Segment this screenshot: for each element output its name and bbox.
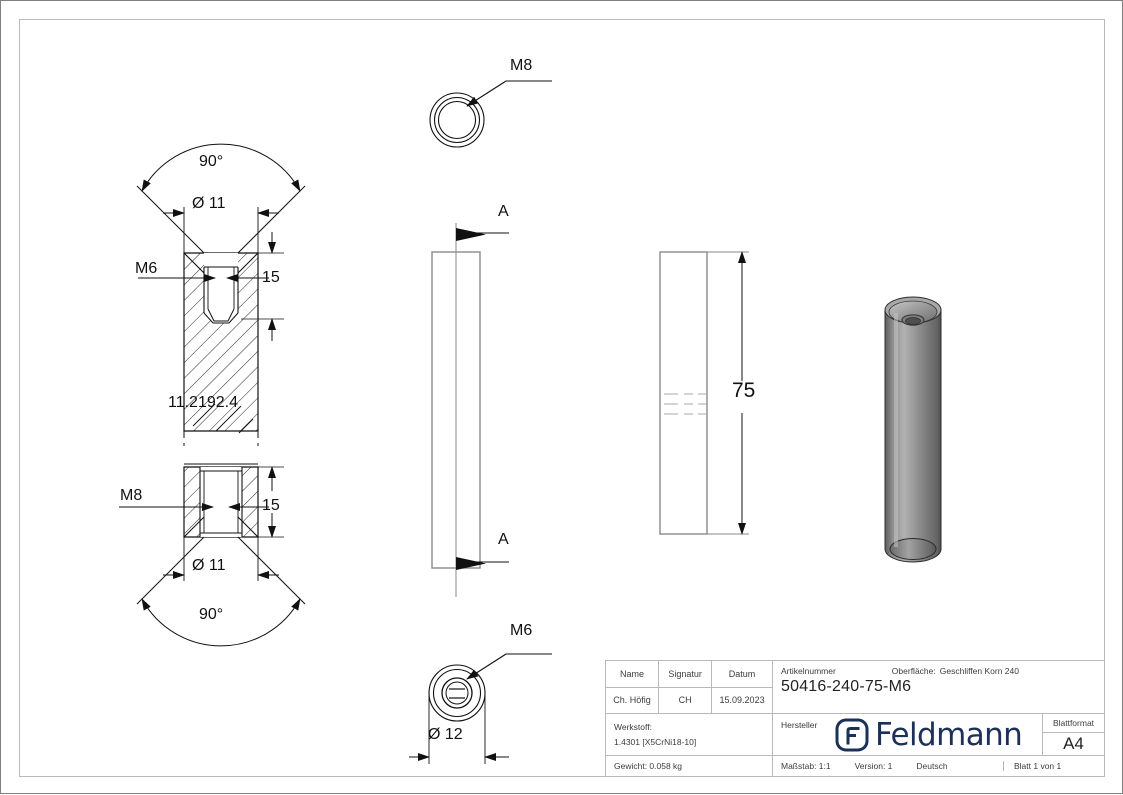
value-werkstoff: 1.4301 [X5CrNi18-10] [614,737,697,747]
value-oberflaeche: Geschliffen Korn 240 [939,666,1019,676]
name-signature-date-block: Name Signatur Datum Ch. Höfig CH 15.09.2… [606,661,772,713]
label-angle-top: 90° [199,153,224,170]
value-artikelnummer: 50416-240-75-M6 [781,678,912,695]
label-section-a-top: A [498,203,509,220]
lower-section-view [119,463,306,647]
feldmann-logo-icon [835,718,869,752]
header-name: Name [620,668,645,679]
label-thread-depth-bottom: 15 [262,497,280,514]
label-countersink-dia-bottom: Ø 11 [192,557,226,574]
sheet-format-block: Blattformat A4 [1042,714,1104,755]
label-blattformat: Blattformat [1052,718,1095,728]
weight-cell: Gewicht: 0.058 kg [614,760,683,771]
label-thread-depth-top: 15 [262,269,280,286]
side-elevation-view [659,251,749,535]
label-countersink-dia-top: Ø 11 [192,195,226,212]
value-sprache: Deutsch [916,760,948,771]
label-werkstoff: Werkstoff: [614,722,652,732]
value-blatt-count: Blatt 1 von 1 [1003,760,1104,771]
isometric-view [884,296,942,563]
value-signatur: CH [658,687,711,713]
sheet-inner-frame [19,19,1105,777]
top-end-view [429,80,552,148]
label-hersteller: Hersteller [781,720,818,730]
material-block: Werkstoff: 1.4301 [X5CrNi18-10] [606,714,772,755]
feldmann-logo: Feldmann [835,716,1023,753]
label-overlapping-dimensions: 11.2192.4 [168,394,238,411]
scale-version-block: Maßstab: 1:1 Version: 1 Deutsch Blatt 1 … [772,755,1104,776]
value-blattformat: A4 [1043,732,1104,755]
label-outer-diameter: Ø 12 [428,726,463,743]
manufacturer-block: Hersteller Feldmann [772,714,1042,755]
value-version: Version: 1 [854,760,893,771]
feldmann-wordmark: Feldmann [875,716,1023,753]
label-thread-m8-section: M8 [120,487,143,504]
label-artikelnummer: Artikelnummer [781,666,836,676]
label-thread-m8-top: M8 [510,57,533,74]
front-elevation-view [431,223,509,597]
value-massstab: Maßstab: 1:1 [781,760,831,771]
label-oberflaeche: Oberfläche: [891,666,936,676]
bottom-end-view [409,653,552,764]
header-signatur: Signatur [658,661,711,687]
upper-section-view [136,143,306,446]
article-block: Artikelnummer Oberfläche:Geschliffen Kor… [772,661,1104,713]
value-datum: 15.09.2023 [711,687,772,713]
label-thread-m6-section: M6 [135,260,158,277]
label-angle-bottom: 90° [199,606,224,623]
title-block: Name Signatur Datum Ch. Höfig CH 15.09.2… [605,660,1105,777]
label-thread-m6-bottom: M6 [510,622,533,639]
label-total-length: 75 [732,379,756,402]
header-datum: Datum [711,661,772,687]
value-name: Ch. Höfig [613,695,651,706]
label-section-a-bottom: A [498,531,509,548]
